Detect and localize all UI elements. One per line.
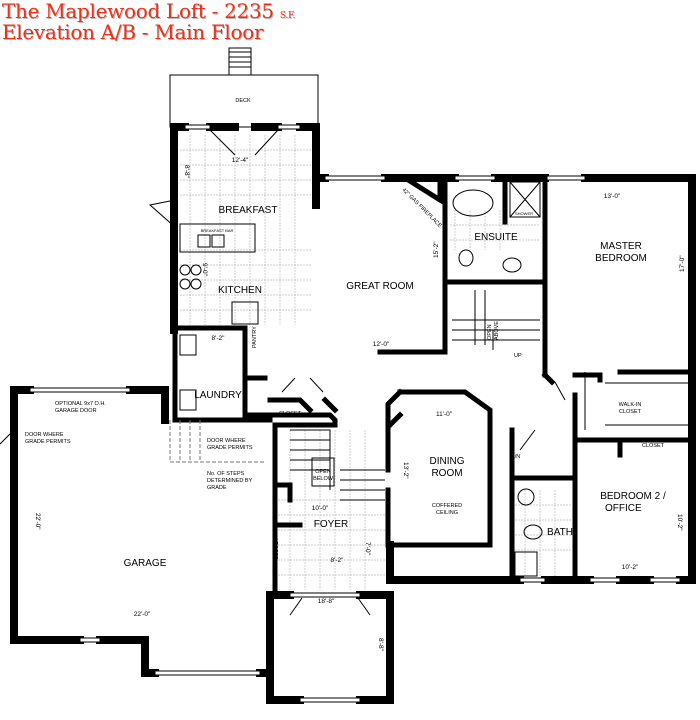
label-steps-3: GRADE bbox=[207, 485, 227, 491]
dim-garage-width: 22'-0" bbox=[134, 611, 151, 618]
dim-foyer-width: 10'-0" bbox=[312, 505, 329, 512]
dimension-labels: 12'-4" 8'-8" 9'-0" 8'-2" 15'-2" 12'-0" 1… bbox=[34, 157, 686, 652]
fixtures bbox=[148, 181, 692, 577]
label-great-room: GREAT ROOM bbox=[346, 281, 413, 292]
label-coffered-2: CEILING bbox=[436, 510, 458, 516]
dim-kitchen-height: 9'-0" bbox=[201, 263, 208, 277]
label-breakfast-bar: BREAKFAST BAR bbox=[201, 228, 234, 233]
dim-bedroom2-height: 10'-2" bbox=[676, 514, 683, 531]
label-breakfast: BREAKFAST bbox=[219, 205, 278, 216]
label-door-grade-mid-2: GRADE PERMITS bbox=[207, 445, 253, 451]
label-open-below-1: OPEN bbox=[315, 469, 331, 475]
label-foyer: FOYER bbox=[314, 519, 348, 530]
dim-master-height: 17'-0" bbox=[679, 255, 686, 272]
label-closet-foyer: CLOSET bbox=[274, 537, 280, 560]
label-bedroom2-2: OFFICE bbox=[605, 503, 642, 514]
windows bbox=[29, 124, 681, 703]
tile-grid-breakfast bbox=[180, 135, 572, 590]
label-steps-1: No. OF STEPS bbox=[207, 471, 245, 477]
dim-porch-width: 18'-8" bbox=[318, 598, 335, 605]
dim-dining-width: 11'-0" bbox=[436, 411, 453, 418]
label-linen: L/N bbox=[512, 454, 521, 460]
label-door-grade-mid-1: DOOR WHERE bbox=[207, 438, 246, 444]
square-feet-unit: S.F. bbox=[279, 11, 296, 21]
dim-foyer-width-2: 8'-2" bbox=[331, 557, 345, 564]
dim-bedroom2-width: 10'-2" bbox=[622, 564, 639, 571]
label-laundry: LAUNDRY bbox=[194, 390, 242, 401]
label-ensuite: ENSUITE bbox=[474, 232, 518, 243]
label-shower: SHOWER bbox=[515, 211, 533, 216]
label-up: UP bbox=[514, 353, 522, 359]
dim-master-width: 13'-0" bbox=[604, 193, 621, 200]
label-walkin-2: CLOSET bbox=[619, 409, 642, 415]
dim-porch-height: 8'-8" bbox=[377, 638, 384, 652]
label-coffered-1: COFFERED bbox=[432, 503, 462, 509]
label-garage-door-1: OPTIONAL 9x7 O.H. bbox=[55, 401, 106, 407]
label-open-above-1: OPEN bbox=[487, 324, 493, 340]
exterior-walls bbox=[10, 123, 696, 704]
label-steps-2: DETERMINED BY bbox=[207, 478, 253, 484]
plan-subtitle: Elevation A/B - Main Floor bbox=[2, 20, 264, 44]
dim-laundry-width: 8'-2" bbox=[212, 335, 226, 342]
label-walkin-1: WALK-IN bbox=[619, 402, 642, 408]
label-garage-door-2: GARAGE DOOR bbox=[55, 408, 97, 414]
label-closet-hall: CLOSET bbox=[279, 411, 302, 417]
label-dining-1: DINING bbox=[430, 456, 465, 467]
dim-garage-height: 22'-0" bbox=[34, 513, 41, 530]
dim-breakfast-height: 8'-8" bbox=[183, 165, 190, 179]
dim-great-room-height: 15'-2" bbox=[433, 241, 440, 258]
label-deck: DECK bbox=[235, 98, 251, 104]
label-master-1: MASTER bbox=[600, 241, 642, 252]
interior-walls bbox=[172, 174, 695, 598]
label-master-2: BEDROOM bbox=[595, 253, 647, 264]
label-kitchen: KITCHEN bbox=[218, 285, 262, 296]
label-bath: BATH bbox=[547, 527, 573, 538]
title-line-1: The Maplewood Loft - 2235 bbox=[2, 0, 274, 23]
label-closet-bedroom2: CLOSET bbox=[642, 443, 665, 449]
label-fireplace: 42" GAS FIREPLACE bbox=[401, 187, 443, 229]
dim-dining-height: 13'-2" bbox=[402, 462, 409, 479]
dim-foyer-height: 7'-0" bbox=[364, 542, 371, 556]
label-open-below-2: BELOW bbox=[313, 476, 334, 482]
dim-breakfast-width: 12'-4" bbox=[232, 157, 249, 164]
deck bbox=[169, 47, 319, 128]
dim-great-room-width: 12'-0" bbox=[373, 341, 390, 348]
label-door-grade-left-2: GRADE PERMITS bbox=[25, 439, 71, 445]
plan-title: The Maplewood Loft - 2235 S.F. bbox=[2, 1, 295, 27]
label-door-grade-left-1: DOOR WHERE bbox=[25, 432, 64, 438]
label-open-above-2: ABOVE bbox=[494, 321, 500, 340]
doors bbox=[0, 129, 566, 616]
label-bedroom2-1: BEDROOM 2 / bbox=[600, 491, 666, 502]
label-pantry: PANTRY bbox=[252, 326, 258, 348]
room-labels: DECK BREAKFAST BREAKFAST BAR KITCHEN PAN… bbox=[25, 98, 666, 569]
label-garage: GARAGE bbox=[124, 558, 167, 569]
label-dining-2: ROOM bbox=[431, 468, 462, 479]
